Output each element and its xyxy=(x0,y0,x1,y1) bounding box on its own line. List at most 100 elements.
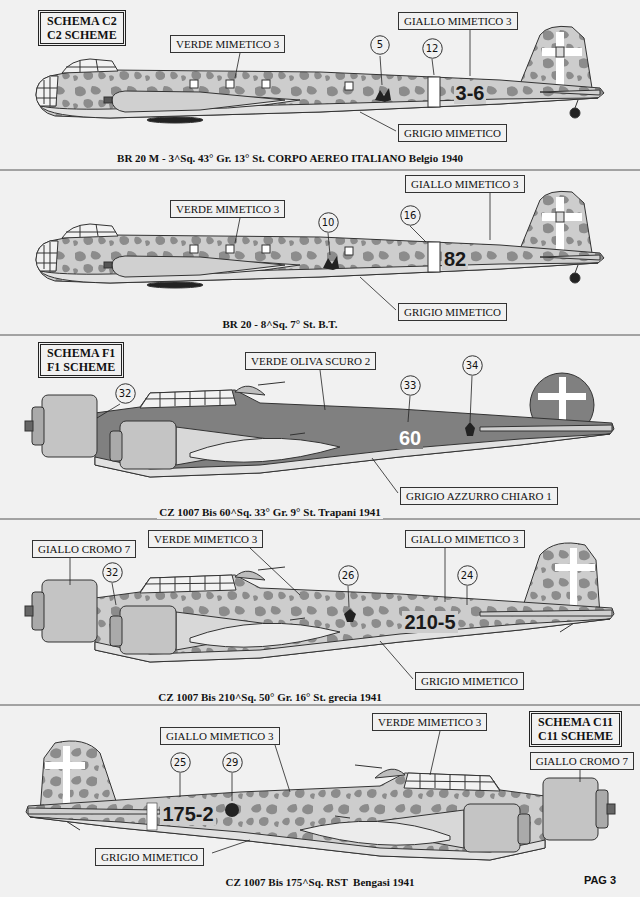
leader-line xyxy=(235,53,240,78)
callout-number: 29 xyxy=(222,752,243,773)
color-name: VERDE MIMETICO 3 xyxy=(176,202,279,216)
leader-line xyxy=(250,548,300,595)
leader-line xyxy=(70,558,71,585)
profile-caption: BR 20 M - 3^Sq. 43° Gr. 13° St. CORPO AE… xyxy=(115,152,465,165)
color-name: GIALLO CROMO 7 xyxy=(38,542,130,556)
callout-circle: 34 xyxy=(462,355,483,376)
leader-line xyxy=(430,731,440,775)
leader-line xyxy=(360,112,396,131)
color-name: GRIGIO MIMETICO xyxy=(404,305,501,319)
color-name: C2 SCHEME xyxy=(47,28,117,42)
fuselage-band xyxy=(147,803,157,830)
leader-line xyxy=(445,548,446,602)
scheme-title-box: SCHEMA C2C2 SCHEME xyxy=(38,10,126,46)
color-name: VERDE OLIVA SCURO 2 xyxy=(251,354,370,368)
leader-line xyxy=(360,277,396,310)
br20-aircraft xyxy=(36,191,604,288)
callout-number: 25 xyxy=(170,752,191,773)
cz1007-body xyxy=(26,765,615,860)
color-label-box: GRIGIO MIMETICO xyxy=(398,303,507,321)
aircraft-code: 175-2 xyxy=(160,803,215,825)
color-label-box: GIALLO CROMO 7 xyxy=(32,540,136,558)
leader-line xyxy=(408,396,410,422)
color-name: SCHEMA C2 xyxy=(47,14,117,28)
color-name: SCHEMA F1 xyxy=(47,346,115,360)
callout-number: 26 xyxy=(338,565,359,586)
color-name: GIALLO MIMETICO 3 xyxy=(411,177,519,191)
callout-circle: 16 xyxy=(400,205,421,226)
color-label-box: GIALLO CROMO 7 xyxy=(530,752,634,770)
callout-number: 10 xyxy=(318,212,339,233)
leader-line xyxy=(180,773,181,797)
color-name: GRIGIO MIMETICO xyxy=(101,850,198,864)
separator xyxy=(0,170,640,171)
aircraft-code: 210-5 xyxy=(402,611,457,633)
color-name: GRIGIO MIMETICO xyxy=(421,674,518,688)
callout-circle: 29 xyxy=(222,752,243,773)
profile-caption: CZ 1007 Bis 175^Sq. RST Bengasi 1941 xyxy=(224,876,417,889)
color-label-box: GRIGIO AZZURRO CHIARO 1 xyxy=(400,487,558,505)
callout-number: 5 xyxy=(370,35,390,55)
leader-line xyxy=(432,59,434,75)
callout-circle: 12 xyxy=(422,38,443,59)
color-name: GIALLO MIMETICO 3 xyxy=(404,14,512,28)
leader-line xyxy=(97,404,120,418)
callout-number: 34 xyxy=(462,355,483,376)
leader-line xyxy=(112,583,116,605)
leader-line xyxy=(320,370,325,410)
leader-lines xyxy=(70,30,580,853)
color-label-box: GIALLO MIMETICO 3 xyxy=(160,727,280,745)
color-label-box: VERDE MIMETICO 3 xyxy=(372,713,487,731)
profile-caption: CZ 1007 Bis 60^Sq. 33° Gr. 9° St. Trapan… xyxy=(157,506,383,519)
aircraft-code: 60 xyxy=(397,427,423,449)
color-label-box: GRIGIO MIMETICO xyxy=(415,672,524,690)
separator xyxy=(0,705,640,706)
callout-circle: 25 xyxy=(170,752,191,773)
color-label-box: GRIGIO MIMETICO xyxy=(95,848,204,866)
color-label-box: VERDE MIMETICO 3 xyxy=(170,35,285,53)
callout-number: 32 xyxy=(102,562,123,583)
color-name: VERDE MIMETICO 3 xyxy=(378,715,481,729)
profile-caption: BR 20 - 8^Sq. 7° St. B.T. xyxy=(220,318,339,331)
callout-circle: 26 xyxy=(338,565,359,586)
leader-line xyxy=(580,770,581,782)
color-name: VERDE MIMETICO 3 xyxy=(154,532,257,546)
color-name: SCHEMA C11 xyxy=(538,715,613,729)
color-label-box: GIALLO MIMETICO 3 xyxy=(405,175,525,193)
callout-number: 12 xyxy=(422,38,443,59)
leader-line xyxy=(380,56,382,85)
unit-emblem xyxy=(465,422,475,436)
color-label-box: GIALLO MIMETICO 3 xyxy=(398,12,518,30)
cz1007-aircraft xyxy=(26,741,615,860)
scheme-title-box: SCHEMA C11C11 SCHEME xyxy=(529,711,622,747)
cz1007-aircraft xyxy=(25,543,614,662)
aircraft-code: 82 xyxy=(442,248,468,270)
profile-caption: CZ 1007 Bis 210^Sq. 50° Gr. 16° St. grec… xyxy=(156,691,384,704)
panel-separators xyxy=(0,170,640,705)
leader-line xyxy=(275,745,290,792)
color-label-box: VERDE MIMETICO 3 xyxy=(170,200,285,218)
callout-number: 24 xyxy=(457,565,478,586)
callout-circle: 5 xyxy=(370,35,390,55)
cz1007-aircraft xyxy=(25,373,614,477)
leader-line xyxy=(380,641,413,679)
color-name: GIALLO MIMETICO 3 xyxy=(166,729,274,743)
unit-emblem xyxy=(375,88,391,102)
color-name: VERDE MIMETICO 3 xyxy=(176,37,279,51)
separator xyxy=(0,335,640,336)
callout-number: 32 xyxy=(115,383,136,404)
color-label-box: GRIGIO MIMETICO xyxy=(398,124,507,142)
callout-circle: 33 xyxy=(400,375,421,396)
unit-emblem xyxy=(344,609,356,622)
callout-number: 33 xyxy=(400,375,421,396)
callout-circle: 24 xyxy=(457,565,478,586)
color-label-box: VERDE OLIVA SCURO 2 xyxy=(245,352,376,370)
page-number: PAG 3 xyxy=(582,874,618,887)
callout-circle: 32 xyxy=(102,562,123,583)
color-label-box: VERDE MIMETICO 3 xyxy=(148,530,263,548)
color-name: C11 SCHEME xyxy=(538,729,613,743)
fin-cross xyxy=(538,393,586,400)
color-name: GRIGIO MIMETICO xyxy=(404,126,501,140)
leader-line xyxy=(212,840,250,853)
callout-number: 16 xyxy=(400,205,421,226)
